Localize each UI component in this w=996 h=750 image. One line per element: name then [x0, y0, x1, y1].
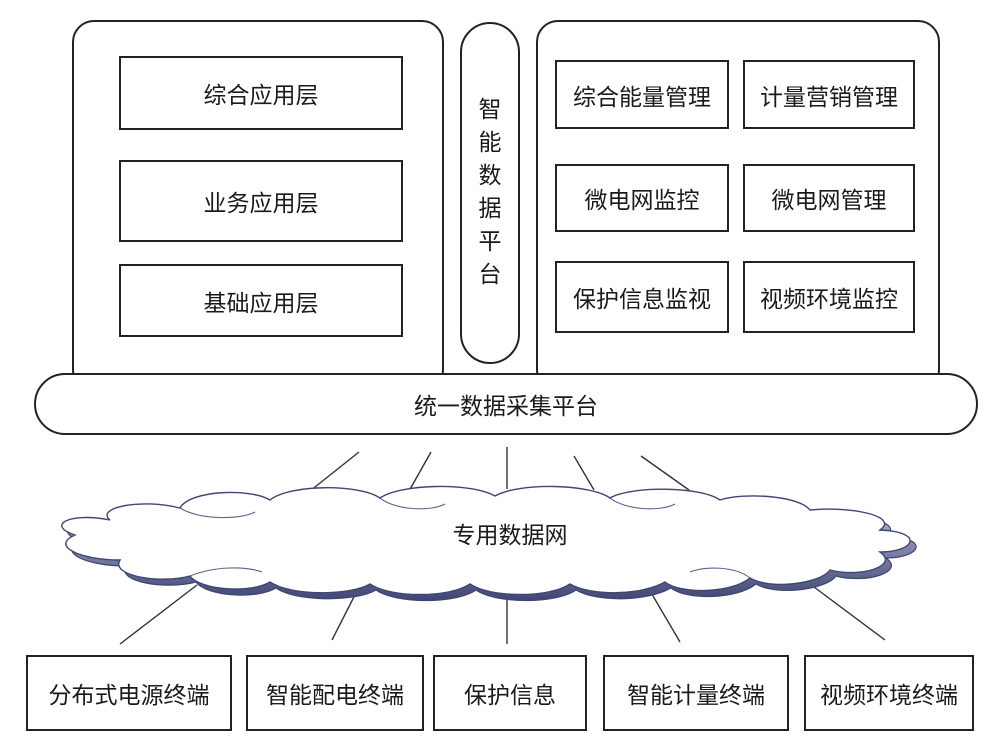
terminal-label: 智能计量终端 [627, 683, 765, 709]
smart-data-platform-label: 智 能 数 据 平 台 [478, 97, 502, 288]
layer-label: 综合应用层 [203, 83, 319, 109]
module-label: 微电网监控 [584, 188, 700, 214]
terminal-distributed-power[interactable]: 分布式电源终端 [26, 655, 232, 731]
unified-data-platform-label: 统一数据采集平台 [414, 394, 598, 420]
layer-box-comprehensive[interactable]: 综合应用层 [119, 56, 403, 130]
module-protection-monitor[interactable]: 保护信息监视 [555, 261, 729, 333]
module-label: 计量营销管理 [760, 84, 898, 111]
terminal-video-environment[interactable]: 视频环境终端 [804, 655, 974, 731]
terminal-smart-distribution[interactable]: 智能配电终端 [246, 655, 424, 731]
module-video-environment[interactable]: 视频环境监控 [743, 261, 915, 333]
module-microgrid-monitor[interactable]: 微电网监控 [555, 164, 729, 232]
module-label: 综合能量管理 [573, 84, 711, 111]
module-label: 微电网管理 [771, 188, 887, 214]
module-label: 保护信息监视 [573, 287, 711, 313]
terminal-label: 视频环境终端 [820, 683, 958, 709]
module-metering-marketing[interactable]: 计量营销管理 [743, 60, 915, 129]
connector-line [640, 455, 690, 491]
module-comprehensive-energy[interactable]: 综合能量管理 [555, 60, 729, 129]
module-label: 视频环境监控 [760, 287, 898, 313]
layer-box-business[interactable]: 业务应用层 [119, 160, 403, 242]
unified-data-platform[interactable]: 统一数据采集平台 [34, 373, 978, 435]
layer-box-basic[interactable]: 基础应用层 [119, 264, 403, 337]
cloud-body [61, 485, 911, 596]
terminal-label: 智能配电终端 [266, 683, 404, 709]
connector-line [309, 451, 360, 492]
connector-line [408, 451, 432, 492]
connector-line [119, 584, 198, 645]
terminal-protection-info[interactable]: 保护信息 [433, 655, 587, 731]
terminal-smart-metering[interactable]: 智能计量终端 [603, 655, 789, 731]
network-label: 专用数据网 [452, 523, 568, 549]
terminal-label: 保护信息 [464, 683, 556, 709]
layer-label: 基础应用层 [203, 290, 319, 317]
module-microgrid-management[interactable]: 微电网管理 [743, 164, 915, 232]
connector-line [809, 583, 886, 641]
layer-label: 业务应用层 [203, 191, 319, 217]
connector-line [573, 455, 595, 491]
smart-data-platform[interactable]: 智 能 数 据 平 台 [460, 22, 520, 364]
terminal-label: 分布式电源终端 [48, 683, 210, 709]
